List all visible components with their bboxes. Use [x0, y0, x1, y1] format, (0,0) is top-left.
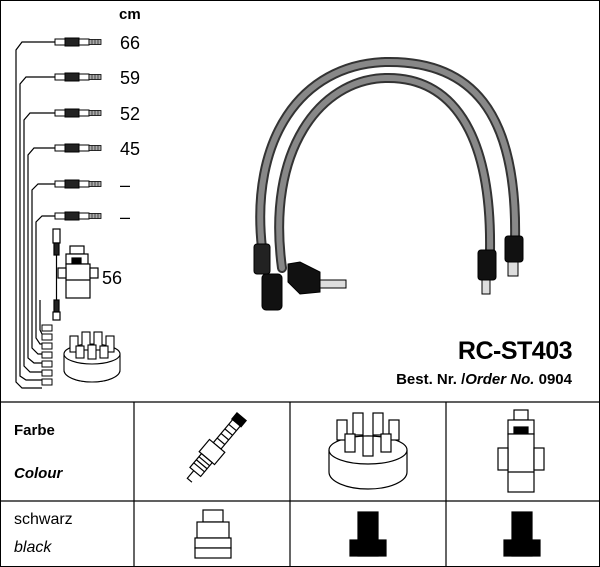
schematic-distributor-cap [63, 331, 121, 383]
cap-boot-icon [349, 511, 387, 557]
order-number: 0904 [538, 371, 572, 388]
length-label: 59 [120, 68, 141, 88]
ignition-cables-photo [255, 56, 521, 273]
order-label-en: Order No. [465, 371, 535, 388]
color-de: schwarz [14, 511, 73, 528]
lead-bundle-schematic [15, 41, 55, 389]
length-label: 66 [120, 33, 141, 53]
product-code: RC-ST403 [457, 337, 573, 365]
length-label: 45 [120, 139, 141, 159]
unit-label: cm [119, 6, 141, 23]
schematic-coil [57, 245, 99, 299]
component-table-grid [0, 401, 600, 567]
straight-boot-icon [194, 509, 232, 559]
lead-terminals [54, 37, 102, 221]
order-number-line: Best. Nr. /Order No. 0904 [396, 371, 572, 388]
length-label: – [120, 175, 131, 195]
coil-boot-icon [503, 511, 541, 557]
length-label: 52 [120, 104, 141, 124]
coil-lead [52, 228, 61, 321]
cap-connector-stubs [41, 324, 53, 386]
header-en: Colour [14, 465, 63, 482]
color-en: black [14, 539, 52, 556]
order-prefix: Best. Nr. / [396, 371, 466, 388]
distributor-cap-icon [328, 412, 408, 490]
header-de: Farbe [14, 422, 55, 439]
length-label: 56 [102, 268, 123, 288]
spark-plug-icon [186, 412, 248, 483]
cable-boots-photo [253, 235, 524, 311]
length-label: – [120, 207, 131, 227]
ignition-coil-icon [497, 409, 545, 493]
